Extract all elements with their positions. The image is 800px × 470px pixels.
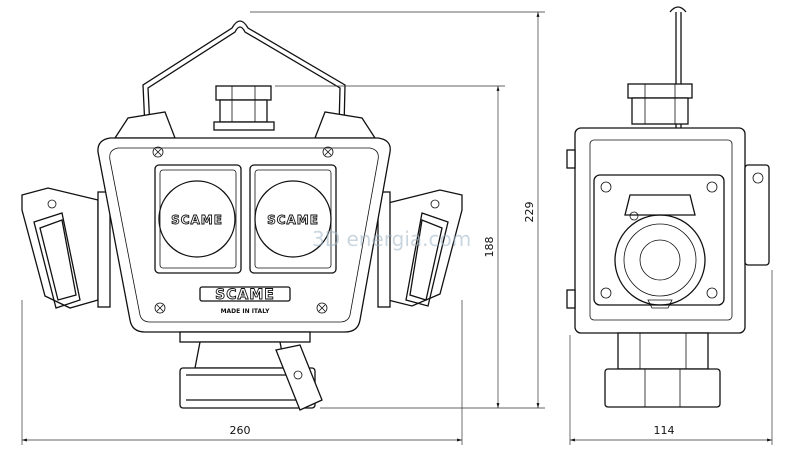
bottom-socket	[179, 331, 323, 411]
dim-260: 260	[230, 424, 251, 437]
front-socket-left-brand: SCAME	[171, 213, 223, 227]
cable-gland	[213, 85, 275, 131]
side-gland	[627, 83, 693, 125]
front-socket-left: SCAME	[154, 164, 242, 274]
side-view	[566, 6, 770, 408]
dim-114: 114	[654, 424, 675, 437]
panel-screws	[152, 146, 334, 314]
right-side-socket	[377, 189, 463, 308]
left-ear	[113, 111, 176, 139]
side-bottom-socket	[604, 332, 721, 408]
side-socket	[593, 174, 725, 309]
dim-229: 229	[523, 202, 536, 223]
right-ear	[314, 111, 377, 139]
main-body: SCAME SCAME SCAME MADE IN ITALY	[97, 137, 391, 333]
left-side-socket	[21, 187, 111, 309]
logo-brand: SCAME	[215, 287, 275, 303]
dimensions: 260 188 229 114	[21, 11, 773, 445]
made-in-label: MADE IN ITALY	[221, 308, 271, 315]
logo-plate: SCAME MADE IN ITALY	[199, 286, 291, 315]
dim-188: 188	[483, 237, 496, 258]
front-socket-right-brand: SCAME	[267, 213, 319, 227]
front-view: SCAME SCAME SCAME MADE IN ITALY	[21, 20, 463, 411]
front-socket-right: SCAME	[249, 164, 337, 274]
watermark: 3D energia.com	[312, 227, 471, 251]
